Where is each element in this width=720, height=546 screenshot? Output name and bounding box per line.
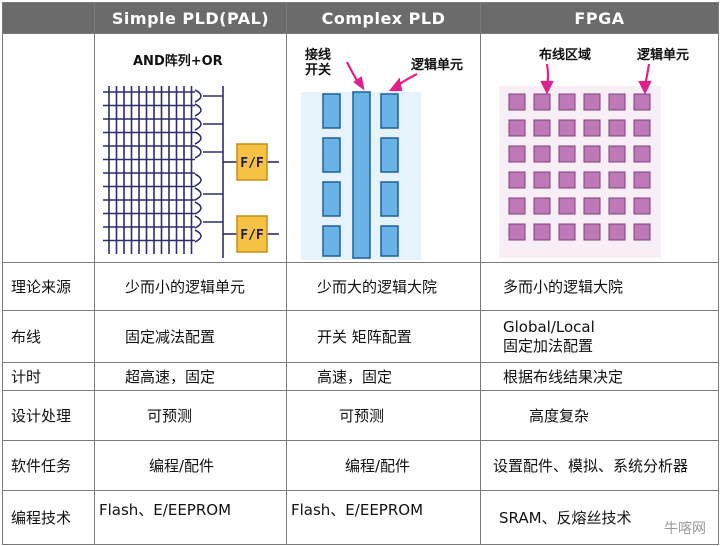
diagram-row-label	[2, 33, 95, 263]
fpga-logic-block	[533, 223, 551, 241]
fpga-logic-block	[558, 197, 576, 215]
fpga-logic-block	[633, 119, 651, 137]
cell-theory-pal: 少而小的逻辑单元	[94, 262, 287, 311]
cell-programming-pal: Flash、E/EEPROM	[94, 490, 287, 545]
cpld-diagram	[301, 61, 421, 260]
cell-software-cpld: 编程/配件	[286, 440, 481, 491]
fpga-logic-block	[533, 171, 551, 189]
cell-programming-cpld: Flash、E/EEPROM	[286, 490, 481, 545]
fpga-diagram-cell: 布线区域 逻辑单元	[480, 33, 719, 263]
diagram-row: AND阵列+OR	[2, 33, 719, 263]
cpld-switch-label: 接线 开关	[305, 48, 331, 78]
ff-block-1	[236, 143, 268, 181]
cell-design-fpga: 高度复杂	[480, 390, 719, 441]
fpga-logic-block	[533, 119, 551, 137]
row-label-programming: 编程技术	[2, 490, 95, 545]
cell-timing-fpga: 根据布线结果决定	[480, 362, 719, 391]
fpga-logic-block	[533, 145, 551, 163]
row-label-theory: 理论来源	[2, 262, 95, 311]
cpld-switch-label-line2: 开关	[305, 63, 332, 78]
cell-theory-fpga: 多而小的逻辑大院	[480, 262, 719, 311]
cell-routing-fpga-line1: Global/Local	[503, 317, 595, 336]
row-software: 软件任务 编程/配件 编程/配件 设置配件、模拟、系统分析器	[2, 440, 719, 491]
fpga-logic-block	[583, 145, 601, 163]
cell-timing-pal: 超高速，固定	[94, 362, 287, 391]
fpga-logic-block	[633, 93, 651, 111]
fpga-logic-block	[558, 93, 576, 111]
header-complex-pld: Complex PLD	[286, 2, 481, 34]
fpga-logic-block	[583, 197, 601, 215]
fpga-logic-block	[633, 197, 651, 215]
pal-label: AND阵列+OR	[133, 54, 223, 69]
cell-routing-fpga: Global/Local 固定加法配置	[480, 310, 719, 363]
fpga-logic-block	[633, 145, 651, 163]
row-label-timing: 计时	[2, 362, 95, 391]
fpga-logic-block	[583, 171, 601, 189]
cell-routing-pal: 固定减法配置	[94, 310, 287, 363]
fpga-logic-block	[583, 93, 601, 111]
row-programming: 编程技术 Flash、E/EEPROM Flash、E/EEPROM SRAM、…	[2, 490, 719, 545]
watermark: 牛喀网	[664, 521, 706, 537]
cell-software-pal: 编程/配件	[94, 440, 287, 491]
fpga-logic-block	[633, 171, 651, 189]
cell-software-fpga: 设置配件、模拟、系统分析器	[480, 440, 719, 491]
cell-routing-cpld: 开关 矩阵配置	[286, 310, 481, 363]
row-label-design: 设计处理	[2, 390, 95, 441]
fpga-logic-block	[608, 197, 626, 215]
fpga-diagram	[499, 63, 661, 258]
fpga-logic-block	[558, 171, 576, 189]
fpga-logic-block	[608, 223, 626, 241]
ff-label-1: F/F	[240, 156, 264, 171]
cell-design-cpld: 可预测	[286, 390, 481, 441]
header-fpga: FPGA	[480, 2, 719, 34]
row-timing: 计时 超高速，固定 高速，固定 根据布线结果决定	[2, 362, 719, 391]
fpga-logic-block	[608, 93, 626, 111]
fpga-logic-block	[558, 119, 576, 137]
fpga-logic-block	[583, 223, 601, 241]
fpga-routing-label: 布线区域	[539, 48, 592, 63]
pal-diagram-cell: AND阵列+OR	[94, 33, 287, 263]
cell-routing-fpga-line2: 固定加法配置	[503, 336, 594, 355]
fpga-logic-block	[533, 197, 551, 215]
fpga-logic-block	[608, 119, 626, 137]
fpga-logic-block	[558, 145, 576, 163]
cpld-logic-label: 逻辑单元	[411, 58, 464, 73]
fpga-logic-block	[533, 93, 551, 111]
cell-programming-fpga: SRAM、反熔丝技术	[480, 490, 719, 545]
fpga-logic-block	[508, 223, 526, 241]
pal-diagram: F/F F/F	[103, 86, 279, 258]
cpld-diagram-cell: 接线 开关 逻辑单元	[286, 33, 481, 263]
cell-timing-cpld: 高速，固定	[286, 362, 481, 391]
row-label-software: 软件任务	[2, 440, 95, 491]
fpga-logic-block	[558, 223, 576, 241]
header-corner	[2, 2, 95, 34]
fpga-logic-block	[508, 145, 526, 163]
cell-theory-cpld: 少而大的逻辑大院	[286, 262, 481, 311]
row-design: 设计处理 可预测 可预测 高度复杂	[2, 390, 719, 441]
row-theory: 理论来源 少而小的逻辑单元 少而大的逻辑大院 多而小的逻辑大院	[2, 262, 719, 311]
fpga-logic-block	[608, 145, 626, 163]
cpld-switch-label-line1: 接线	[305, 48, 332, 63]
cell-design-pal: 可预测	[94, 390, 287, 441]
header-row: Simple PLD(PAL) Complex PLD FPGA	[2, 2, 719, 34]
fpga-logic-block	[583, 119, 601, 137]
ff-label-2: F/F	[240, 228, 264, 243]
header-simple-pld: Simple PLD(PAL)	[94, 2, 287, 34]
row-label-routing: 布线	[2, 310, 95, 363]
fpga-logic-block	[508, 171, 526, 189]
fpga-logic-block	[508, 93, 526, 111]
ff-block-2	[236, 215, 268, 253]
fpga-logic-block	[608, 171, 626, 189]
row-routing: 布线 固定减法配置 开关 矩阵配置 Global/Local 固定加法配置	[2, 310, 719, 363]
fpga-logic-label: 逻辑单元	[637, 48, 690, 63]
fpga-logic-block	[508, 197, 526, 215]
fpga-logic-block	[508, 119, 526, 137]
fpga-logic-block	[633, 223, 651, 241]
